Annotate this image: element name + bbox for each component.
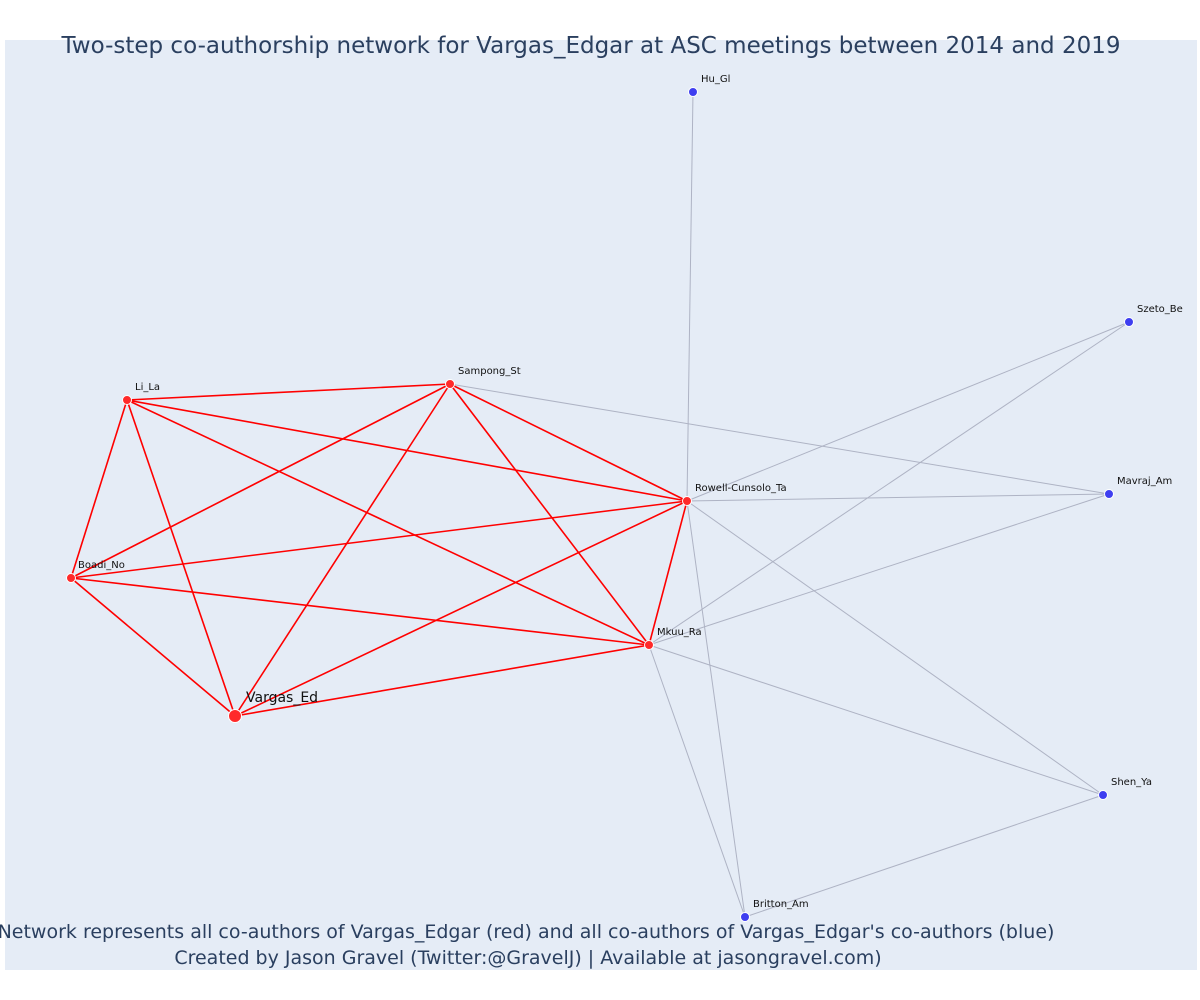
edge-Mkuu_Ra-Britton_Am	[648, 644, 746, 918]
node-Mkuu_Ra[interactable]	[644, 640, 654, 650]
edge-Li_La-Mkuu_Ra	[126, 399, 650, 646]
edge-Mkuu_Ra-Shen_Ya	[648, 644, 1104, 796]
edge-Vargas_Ed-Mkuu_Ra	[234, 644, 650, 717]
node-label-Rowell-Cunsolo_Ta: Rowell-Cunsolo_Ta	[695, 483, 787, 494]
edge-Vargas_Ed-Boadi_No	[70, 577, 236, 717]
edge-Sampong_St-Mkuu_Ra	[449, 383, 650, 646]
edge-Shen_Ya-Britton_Am	[744, 794, 1104, 918]
edge-layer	[70, 91, 1130, 918]
edge-Rowell-Cunsolo_Ta-Mavraj_Am	[686, 493, 1110, 502]
node-Vargas_Ed[interactable]	[228, 709, 242, 723]
plot-background	[5, 40, 1197, 970]
edge-Vargas_Ed-Sampong_St	[234, 383, 451, 717]
node-Boadi_No[interactable]	[66, 573, 76, 583]
node-Hu_Gl[interactable]	[688, 87, 698, 97]
edge-Li_La-Boadi_No	[70, 399, 128, 579]
edge-Rowell-Cunsolo_Ta-Szeto_Be	[686, 321, 1130, 502]
edge-Li_La-Rowell-Cunsolo_Ta	[126, 399, 688, 502]
caption-line-1: Network represents all co-authors of Var…	[0, 921, 1054, 943]
node-label-Hu_Gl: Hu_Gl	[701, 74, 730, 85]
node-label-Boadi_No: Boadi_No	[78, 560, 125, 571]
node-Britton_Am[interactable]	[740, 912, 750, 922]
edge-Sampong_St-Rowell-Cunsolo_Ta	[449, 383, 688, 502]
caption-line-2: Created by Jason Gravel (Twitter:@Gravel…	[174, 947, 881, 969]
node-label-Shen_Ya: Shen_Ya	[1111, 777, 1152, 788]
node-label-Mavraj_Am: Mavraj_Am	[1117, 476, 1172, 487]
edge-Vargas_Ed-Li_La	[126, 399, 236, 717]
edge-Rowell-Cunsolo_Ta-Hu_Gl	[686, 91, 694, 502]
node-Sampong_St[interactable]	[445, 379, 455, 389]
edge-Boadi_No-Rowell-Cunsolo_Ta	[70, 500, 688, 579]
chart-title: Two-step co-authorship network for Varga…	[61, 33, 1121, 59]
edge-Rowell-Cunsolo_Ta-Mkuu_Ra	[648, 500, 688, 646]
node-label-Szeto_Be: Szeto_Be	[1137, 304, 1183, 315]
edge-Rowell-Cunsolo_Ta-Britton_Am	[686, 500, 746, 918]
node-Shen_Ya[interactable]	[1098, 790, 1108, 800]
node-layer	[66, 87, 1134, 922]
edge-Mkuu_Ra-Mavraj_Am	[648, 493, 1110, 646]
node-label-Mkuu_Ra: Mkuu_Ra	[657, 627, 702, 638]
edge-Mkuu_Ra-Szeto_Be	[648, 321, 1130, 646]
node-label-Britton_Am: Britton_Am	[753, 899, 809, 910]
edge-Rowell-Cunsolo_Ta-Shen_Ya	[686, 500, 1104, 796]
node-Li_La[interactable]	[122, 395, 132, 405]
node-label-Sampong_St: Sampong_St	[458, 366, 521, 377]
edge-Sampong_St-Boadi_No	[70, 383, 451, 579]
node-label-Vargas_Ed: Vargas_Ed	[246, 690, 318, 706]
edge-Li_La-Sampong_St	[126, 383, 451, 401]
edge-Sampong_St-Mavraj_Am	[449, 383, 1110, 495]
node-label-Li_La: Li_La	[135, 382, 160, 393]
edge-Boadi_No-Mkuu_Ra	[70, 577, 650, 646]
node-Rowell-Cunsolo_Ta[interactable]	[682, 496, 692, 506]
edge-Vargas_Ed-Rowell-Cunsolo_Ta	[234, 500, 688, 717]
node-Szeto_Be[interactable]	[1124, 317, 1134, 327]
node-Mavraj_Am[interactable]	[1104, 489, 1114, 499]
